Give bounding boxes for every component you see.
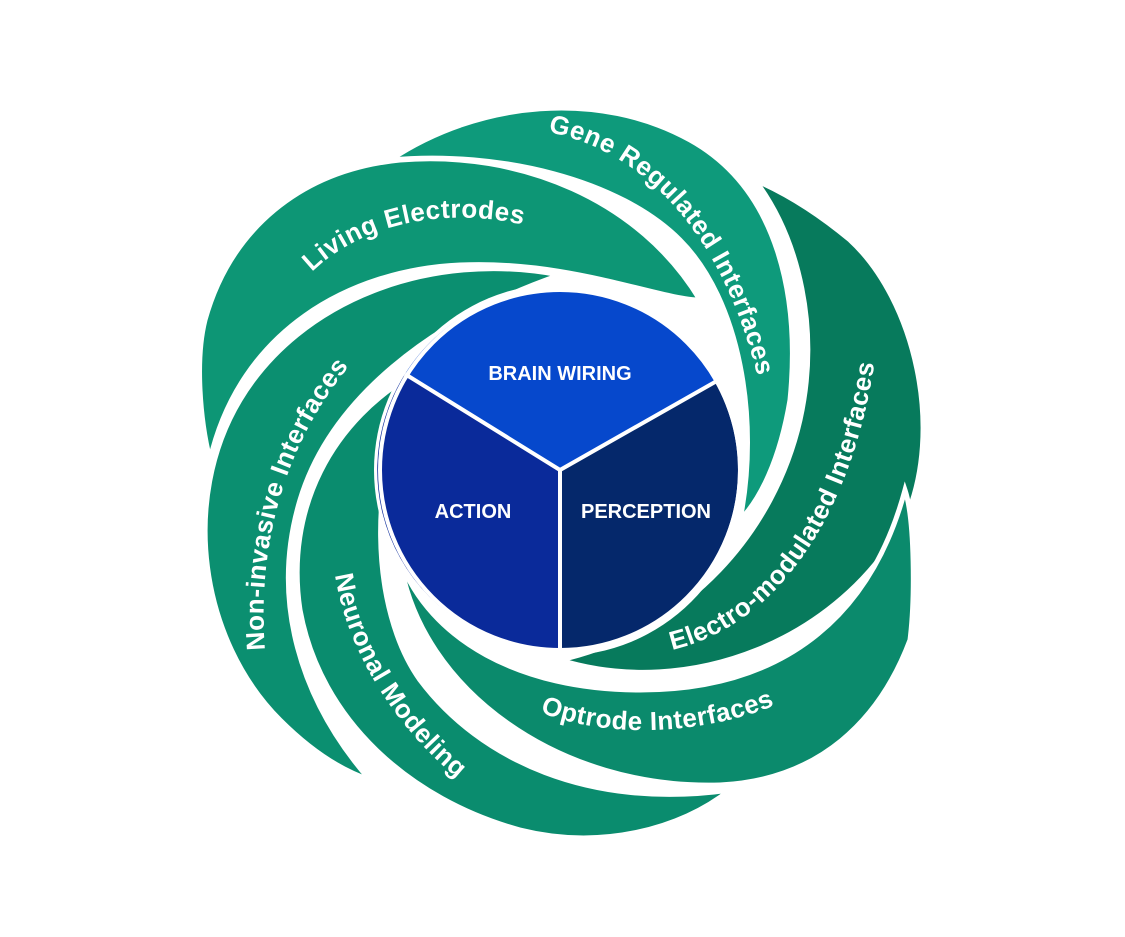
petal-neuronal-modeling: [294, 363, 739, 841]
petal-optrode-interfaces: [397, 481, 916, 788]
core-label-perception: PERCEPTION: [581, 501, 711, 523]
core-segment-perception: [560, 382, 738, 650]
petal-living-electrodes: [197, 156, 705, 461]
petal-electro-modulated-interfaces: [550, 174, 926, 675]
petal-gene-regulated-interfaces: [388, 105, 795, 528]
core-divider: [403, 372, 716, 650]
core-label-action: ACTION: [435, 501, 512, 523]
core-label-brain-wiring: BRAIN WIRING: [488, 363, 631, 385]
core-circle: BRAIN WIRING ACTION PERCEPTION: [374, 284, 746, 656]
petal-non-invasive-interfaces: [202, 266, 570, 786]
